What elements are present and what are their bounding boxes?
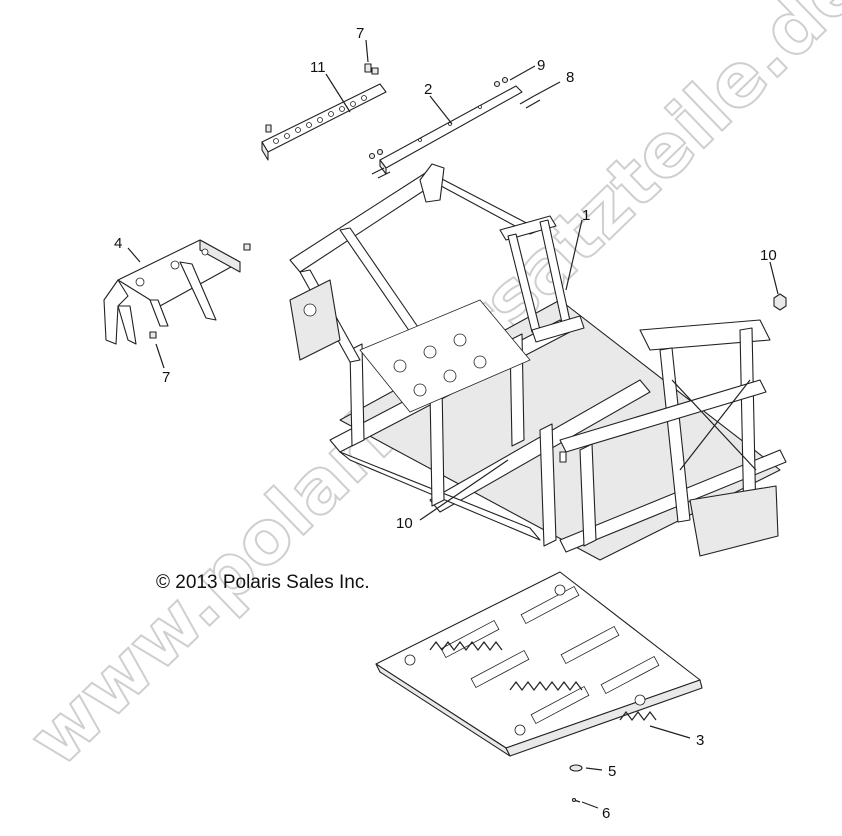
copyright-notice: © 2013 Polaris Sales Inc.	[156, 572, 370, 593]
part-1-main-frame	[289, 163, 787, 561]
part-3-skid-plate	[375, 571, 703, 757]
callout-8: 8	[566, 69, 574, 86]
callout-11: 11	[310, 59, 326, 76]
callouts: 7 11 9 2 8 1 4 10 7 10 3 5 6	[114, 25, 777, 822]
callout-2: 2	[424, 81, 432, 98]
callout-10-center: 10	[396, 515, 413, 532]
part-11-rail	[261, 83, 387, 161]
callout-3: 3	[696, 732, 704, 749]
part-10-nut	[773, 293, 787, 311]
callout-10-right: 10	[760, 247, 777, 264]
part-2-rail	[379, 85, 523, 175]
part-7-bolt	[364, 63, 379, 75]
callout-4: 4	[114, 235, 122, 252]
callout-7-left: 7	[162, 369, 170, 386]
callout-1: 1	[582, 207, 590, 224]
part-9-nuts	[368, 76, 509, 160]
callout-7-top: 7	[356, 25, 364, 42]
part-5-washer	[569, 764, 583, 772]
part-4-bracket	[103, 239, 251, 345]
callout-6: 6	[602, 805, 610, 822]
part-8-bolts	[371, 95, 541, 179]
callout-9: 9	[537, 57, 545, 74]
callout-5: 5	[608, 763, 616, 780]
part-6-clip	[571, 797, 581, 803]
leader-lines	[127, 39, 779, 809]
